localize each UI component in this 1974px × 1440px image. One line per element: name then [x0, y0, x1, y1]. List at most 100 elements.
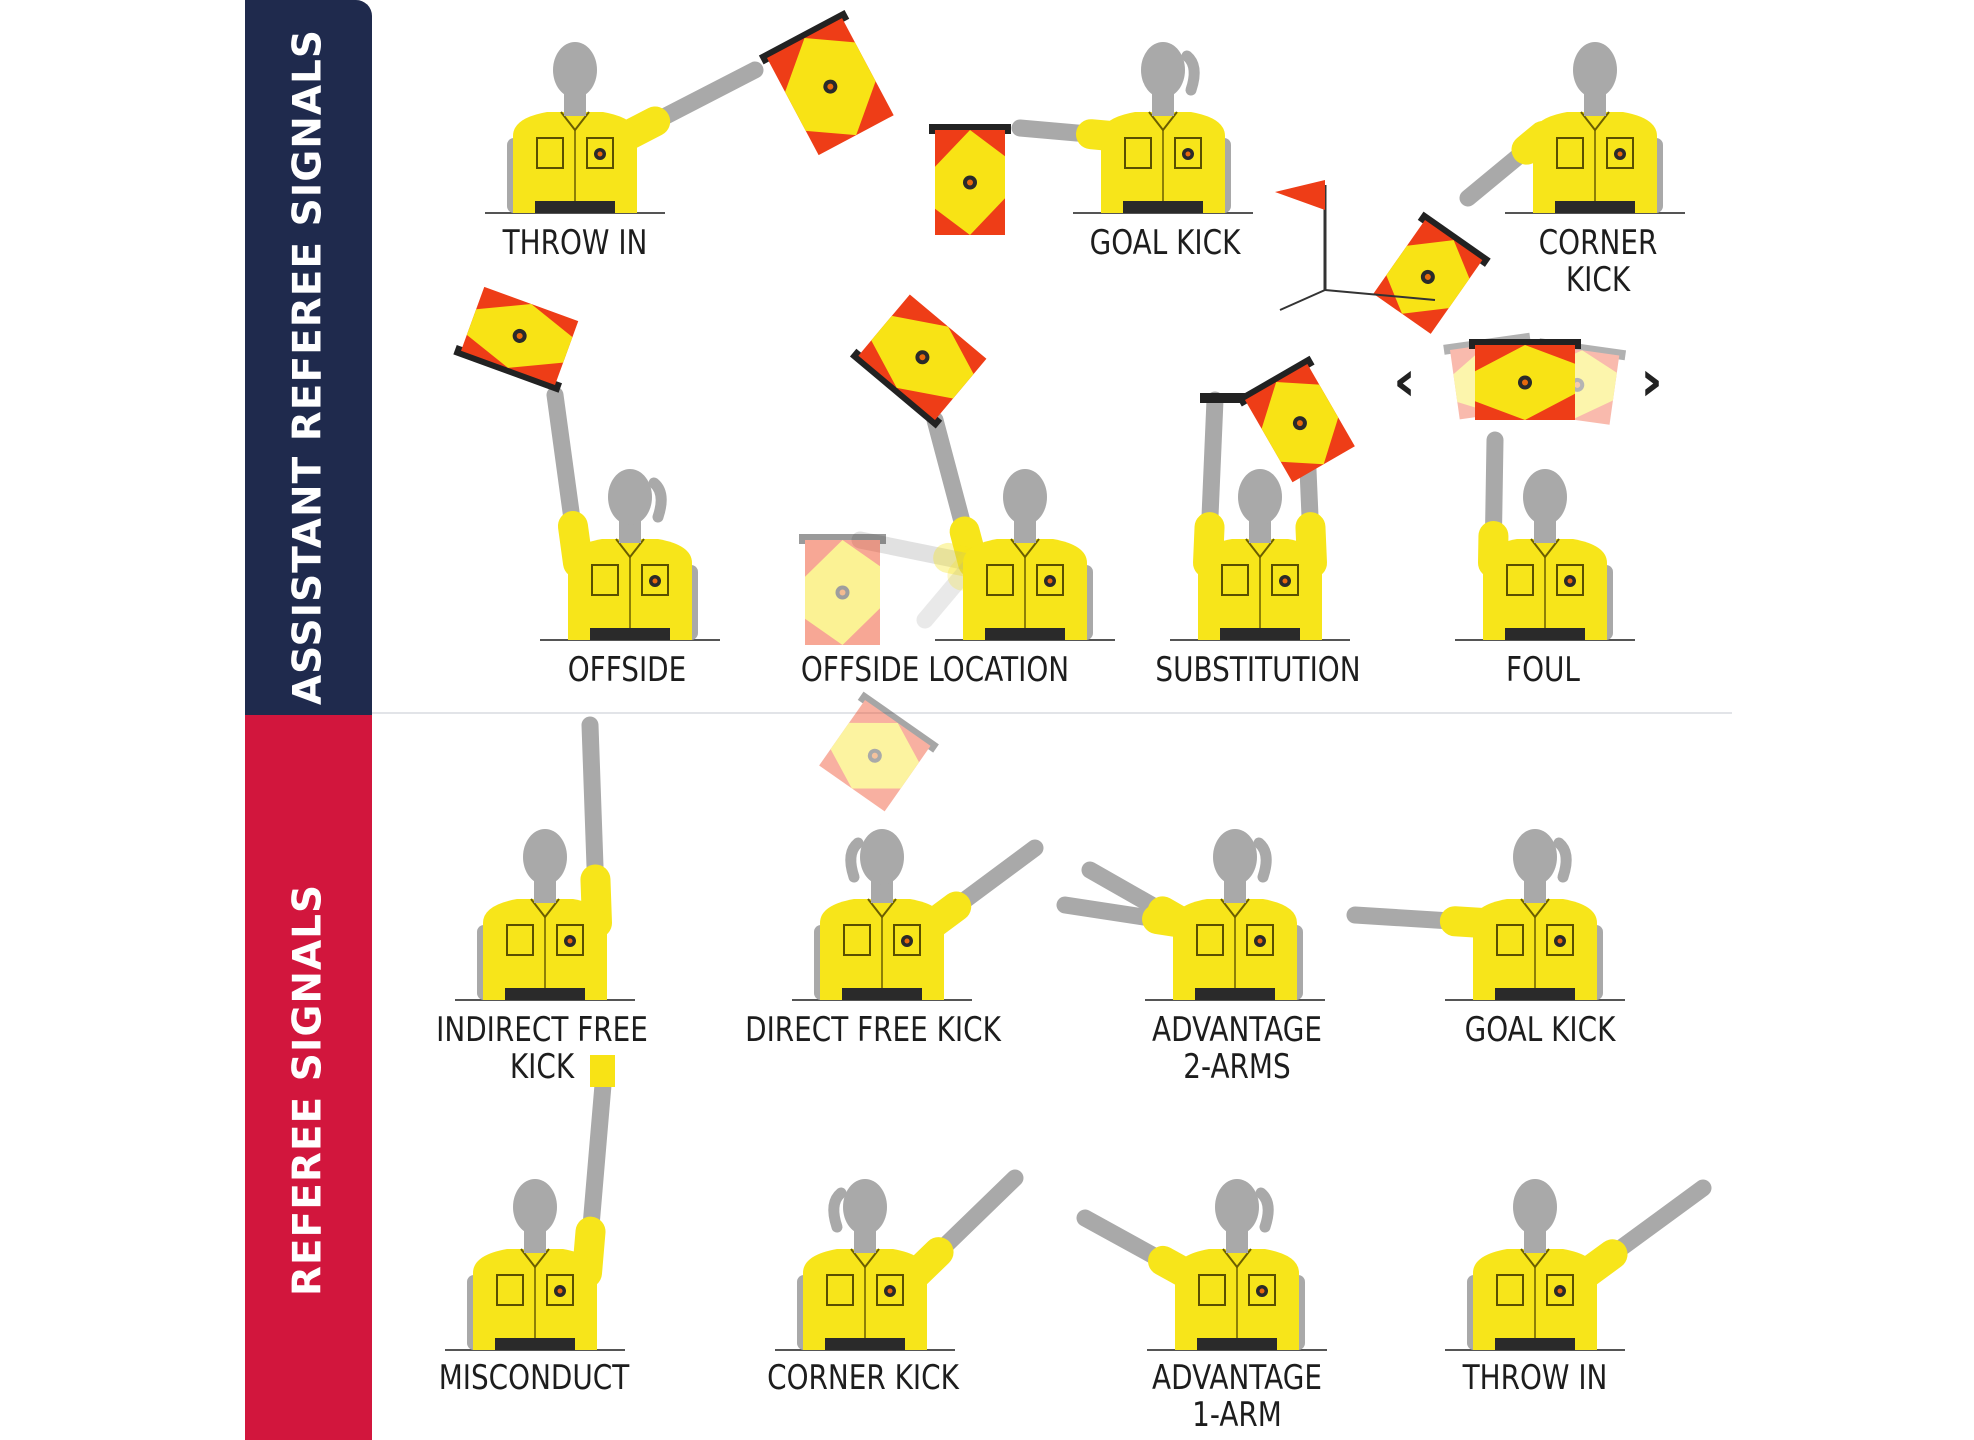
ref-throw-in-figure-badge-dot	[1557, 1288, 1563, 1294]
ref-goal-kick-figure-head	[1513, 829, 1557, 885]
ref-direct-free-kick-figure-pocket-r	[893, 924, 921, 956]
ref-label-advantage-1-arm: ADVANTAGE 1-ARM	[1152, 1358, 1322, 1435]
ar-throw-in-figure-head	[553, 42, 597, 98]
ar-offside-location-flag-mid-emblem-dot	[839, 589, 846, 596]
ar-offside-location-flag-mid-pole	[799, 534, 886, 544]
ar-foul-flag	[1469, 339, 1581, 420]
ref-goal-kick-figure-shorts	[1495, 988, 1575, 1000]
ar-goal-kick-figure	[1011, 42, 1253, 214]
ar-offside-location-figure-pocket-l	[986, 564, 1014, 596]
ar-corner-kick-figure-shorts	[1555, 201, 1635, 213]
ar-foul-figure	[1455, 431, 1635, 641]
ar-goal-kick-flag	[929, 124, 1011, 235]
ar-offside-location-flag-up-pole	[849, 348, 943, 429]
ref-direct-free-kick-figure-neck	[871, 879, 893, 903]
ref-goal-kick-figure-ponytail	[1553, 837, 1572, 883]
ar-substitution-flag-cloth-emblem-dot	[1296, 420, 1303, 427]
ref-corner-kick-figure-neck	[854, 1229, 876, 1253]
ar-label-goal-kick: GOAL KICK	[1089, 223, 1241, 263]
ar-offside-location-flag-low-red	[819, 700, 931, 812]
ref-corner-kick-figure-head	[843, 1179, 887, 1235]
ar-label-offside: OFFSIDE	[567, 650, 687, 690]
ar-offside-location-flag-low-emblem-dot	[871, 752, 878, 759]
ar-offside-figure-head	[608, 469, 652, 525]
ref-direct-free-kick-figure-badge-dot	[904, 938, 910, 944]
ref-label-throw-in: THROW IN	[1462, 1358, 1608, 1398]
ref-throw-in-figure-neck	[1524, 1229, 1546, 1253]
ref-advantage-2-arms-figure-neck	[1224, 879, 1246, 903]
ar-offside-flag	[453, 286, 579, 393]
ar-goal-kick-figure-pocket-l	[1124, 137, 1152, 169]
yellow-card	[590, 1055, 615, 1087]
ar-offside-location-flag-mid	[799, 534, 886, 645]
ar-throw-in-figure	[485, 42, 764, 214]
ref-corner-kick-figure-shorts	[825, 1338, 905, 1350]
ref-throw-in-figure-pocket-l	[1496, 1274, 1524, 1306]
ref-misconduct-figure-neck	[524, 1229, 546, 1253]
ref-direct-free-kick-figure-head	[860, 829, 904, 885]
ar-corner-kick-figure-pocket-r	[1606, 137, 1634, 169]
ar-foul-flag-pole	[1469, 339, 1581, 349]
ref-goal-kick-figure-badge-dot	[1557, 938, 1563, 944]
ref-misconduct-figure-head	[513, 1179, 557, 1235]
ref-advantage-1-arm-figure-head	[1215, 1179, 1259, 1235]
ar-label-offside-location: OFFSIDE LOCATION	[800, 650, 1070, 690]
ref-direct-free-kick-figure-shorts	[842, 988, 922, 1000]
ref-corner-kick-figure-pocket-r	[876, 1274, 904, 1306]
ar-corner-kick-figure-head	[1573, 42, 1617, 98]
ar-corner-kick-figure-pocket-l	[1556, 137, 1584, 169]
ref-misconduct-figure-shorts	[495, 1338, 575, 1350]
ar-substitution-figure	[1170, 391, 1350, 641]
ar-substitution-flag-cloth	[1236, 355, 1355, 483]
ref-advantage-1-arm-figure-neck	[1226, 1229, 1248, 1253]
ref-advantage-1-arm-figure-ponytail	[1255, 1187, 1274, 1233]
ar-offside-location-flag-up-emblem-dot	[919, 354, 926, 361]
ar-offside-flag-emblem-dot	[516, 332, 523, 339]
signals-illustration: ‹›	[445, 9, 1712, 1351]
corner-post	[1275, 180, 1436, 311]
ref-misconduct-figure-badge-dot	[557, 1288, 563, 1294]
ar-offside-location-flag-mid-red	[805, 540, 880, 645]
ar-offside-figure-pocket-r	[641, 564, 669, 596]
ref-corner-kick-figure-badge-dot	[887, 1288, 893, 1294]
ar-offside-location-figure-head	[1003, 469, 1047, 525]
ref-advantage-2-arms-figure-head	[1213, 829, 1257, 885]
ar-offside-figure-ponytail	[648, 477, 667, 523]
ar-corner-kick-flag	[1373, 211, 1491, 334]
ar-offside-location-flag-low	[819, 691, 939, 812]
ar-corner-kick-flag-pole	[1417, 211, 1491, 267]
ref-indirect-free-kick-figure	[455, 716, 635, 1001]
ar-substitution-figure-neck	[1249, 519, 1271, 543]
ar-throw-in-figure-pocket-l	[536, 137, 564, 169]
yellow-card-icon	[590, 1055, 615, 1087]
ar-goal-kick-flag-pole	[929, 124, 1011, 134]
ar-offside-figure	[540, 386, 720, 641]
ar-offside-location-flag-mid-yellow	[805, 540, 880, 645]
ref-direct-free-kick-figure	[792, 829, 1044, 1001]
ref-indirect-free-kick-figure-shorts	[505, 988, 585, 1000]
ar-offside-figure-badge-dot	[652, 578, 658, 584]
ref-throw-in-figure-shorts	[1495, 1338, 1575, 1350]
ref-advantage-1-arm-figure-pocket-l	[1198, 1274, 1226, 1306]
arrow-right-icon: ›	[1640, 349, 1663, 414]
ar-offside-location-flag-low-emblem	[867, 748, 882, 763]
ref-advantage-2-arms-figure	[1056, 829, 1325, 1001]
corner-line-2	[1324, 289, 1436, 301]
section-divider	[372, 712, 1732, 714]
ar-goal-kick-figure-head	[1141, 42, 1185, 98]
ar-throw-in-figure-badge-dot	[597, 151, 603, 157]
ref-indirect-free-kick-figure-neck	[534, 879, 556, 903]
ref-advantage-2-arms-figure-pocket-r	[1246, 924, 1274, 956]
ref-advantage-1-arm-figure-badge-dot	[1259, 1288, 1265, 1294]
ref-direct-free-kick-figure-pocket-l	[843, 924, 871, 956]
ar-offside-figure-pocket-l	[591, 564, 619, 596]
ref-throw-in-figure	[1445, 1179, 1712, 1351]
ref-advantage-2-arms-figure-pocket-l	[1196, 924, 1224, 956]
ref-advantage-1-arm-figure	[1076, 1179, 1327, 1351]
ar-goal-kick-figure-shorts	[1123, 201, 1203, 213]
ar-throw-in-figure-shorts	[535, 201, 615, 213]
ar-substitution-figure-shorts	[1220, 628, 1300, 640]
ref-label-advantage-2-arms: ADVANTAGE 2-ARMS	[1152, 1010, 1322, 1087]
referee-section-band: REFEREE SIGNALS	[245, 715, 372, 1440]
ar-substitution-figure-pocket-r	[1271, 564, 1299, 596]
